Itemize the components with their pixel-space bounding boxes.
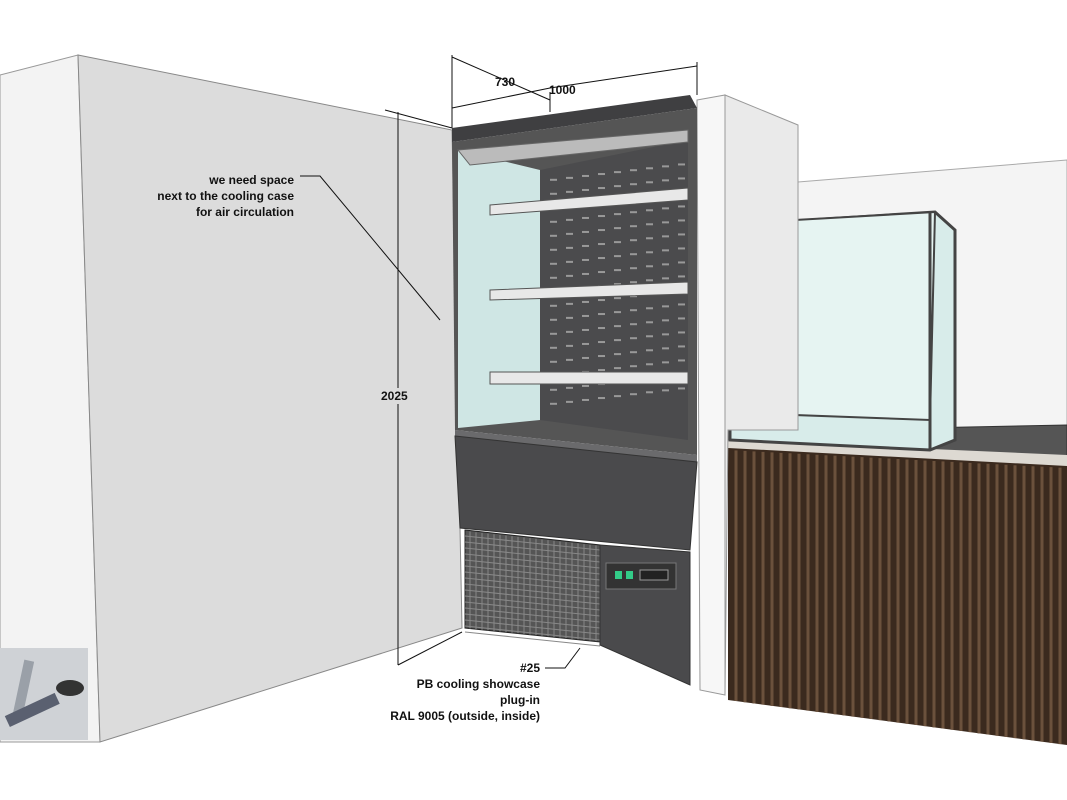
shelves <box>489 187 689 385</box>
width-dimension: 1000 <box>549 83 576 97</box>
pillar-front <box>696 94 726 696</box>
left-wall <box>77 54 463 743</box>
grille-mesh <box>464 531 601 647</box>
product-color: RAL 9005 (outside, inside) <box>390 709 540 723</box>
product-name: PB cooling showcase <box>416 677 540 691</box>
note-line: for air circulation <box>195 205 294 219</box>
air-circulation-note: we need space next to the cooling case f… <box>157 172 294 220</box>
note-line: we need space <box>209 173 294 187</box>
depth-dimension: 730 <box>495 75 516 89</box>
leveling-foot-photo <box>0 648 88 740</box>
product-type: plug-in <box>500 693 540 707</box>
counter-edge <box>728 440 1067 468</box>
case-glass-side <box>458 150 540 428</box>
case-top <box>452 95 697 142</box>
height-dimension: 2025 <box>381 388 408 404</box>
note-line: next to the cooling case <box>157 189 294 203</box>
case-base <box>454 435 698 551</box>
product-label: #25 PB cooling showcase plug-in RAL 9005… <box>390 660 540 724</box>
product-number: #25 <box>519 661 540 675</box>
wood-slats <box>734 450 1062 745</box>
dimension-lines <box>300 55 698 669</box>
